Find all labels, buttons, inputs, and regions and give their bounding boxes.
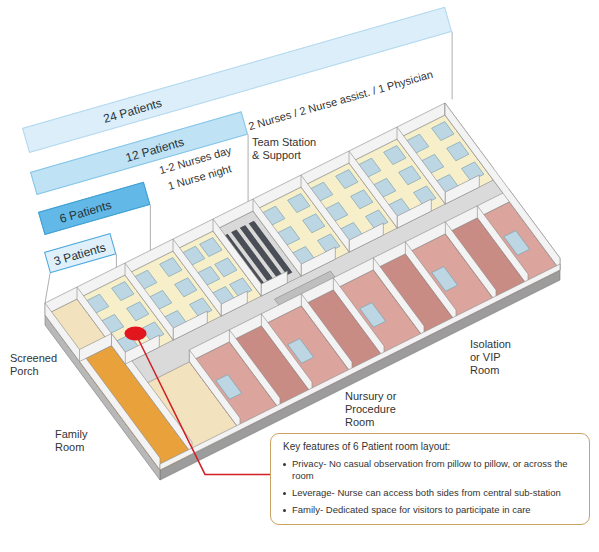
bed bbox=[447, 142, 469, 161]
bed bbox=[399, 166, 421, 185]
bed bbox=[160, 258, 182, 277]
bed bbox=[462, 162, 484, 181]
area-label: Team Station & Support bbox=[252, 136, 322, 162]
wall bbox=[261, 271, 287, 296]
wall bbox=[405, 242, 456, 322]
wall bbox=[301, 247, 335, 276]
dimension-line bbox=[116, 254, 117, 267]
wall bbox=[333, 278, 384, 358]
wall bbox=[112, 334, 193, 455]
bed bbox=[318, 234, 340, 253]
wall bbox=[397, 127, 445, 204]
band-label: 3 Patients bbox=[51, 237, 108, 271]
bed bbox=[230, 278, 252, 297]
wall bbox=[301, 294, 352, 374]
bed bbox=[190, 298, 212, 317]
wall bbox=[397, 199, 431, 228]
bed bbox=[414, 186, 436, 205]
bullet-text: Privacy- No casual observation from pill… bbox=[292, 458, 577, 482]
wall bbox=[80, 334, 112, 362]
bullet-text: Family- Dedicated space for visitors to … bbox=[292, 504, 531, 516]
bullet-text: Leverage- Nurse can access both sides fr… bbox=[292, 487, 561, 499]
bed bbox=[175, 278, 197, 297]
bed bbox=[112, 282, 134, 301]
wall bbox=[349, 223, 383, 252]
bullet-row: Leverage- Nurse can access both sides fr… bbox=[283, 487, 577, 499]
area-label: Nursury or Procedure Room bbox=[345, 390, 413, 429]
wall bbox=[373, 258, 424, 338]
wall bbox=[173, 239, 221, 316]
wall bbox=[221, 291, 247, 316]
bed bbox=[288, 194, 310, 213]
area-label: Screened Porch bbox=[10, 352, 65, 378]
bullet-dot bbox=[283, 492, 286, 495]
dimension-line bbox=[150, 205, 151, 251]
patient-band: 3 Patients bbox=[44, 233, 116, 273]
dimension-line bbox=[45, 273, 50, 303]
bed bbox=[200, 238, 222, 257]
bullet-dot bbox=[283, 463, 286, 466]
bed bbox=[384, 146, 406, 165]
callout-box: Key features of 6 Patient room layout: Pr… bbox=[270, 433, 590, 525]
bed bbox=[303, 214, 325, 233]
bed bbox=[215, 258, 237, 277]
wall bbox=[445, 175, 479, 204]
wall bbox=[253, 199, 301, 276]
wall bbox=[125, 263, 173, 340]
wall bbox=[229, 330, 280, 410]
bed bbox=[336, 170, 358, 189]
wall bbox=[173, 311, 207, 340]
wall bbox=[189, 350, 240, 430]
dimension-line bbox=[452, 32, 453, 100]
wall bbox=[445, 222, 496, 302]
wall bbox=[213, 219, 261, 296]
wall bbox=[261, 314, 312, 394]
area-label: Family Room bbox=[55, 428, 100, 454]
bed bbox=[127, 302, 149, 321]
bullet-dot bbox=[283, 509, 286, 512]
wall bbox=[477, 206, 528, 286]
band-label: 6 Patients bbox=[57, 194, 114, 230]
bed bbox=[366, 210, 388, 229]
bullet-row: Family- Dedicated space for visitors to … bbox=[283, 504, 577, 516]
dimension-line bbox=[248, 134, 249, 201]
bed bbox=[432, 122, 454, 141]
bullet-row: Privacy- No casual observation from pill… bbox=[283, 458, 577, 482]
bed bbox=[351, 190, 373, 209]
area-label: Isolation or VIP Room bbox=[470, 338, 520, 377]
wall bbox=[445, 103, 560, 270]
band-label: 24 Patients bbox=[100, 91, 164, 131]
wall bbox=[349, 151, 397, 228]
callout-heading: Key features of 6 Patient room layout: bbox=[283, 441, 577, 452]
wall bbox=[301, 175, 349, 252]
leader-line bbox=[136, 334, 271, 475]
wall bbox=[189, 190, 509, 362]
